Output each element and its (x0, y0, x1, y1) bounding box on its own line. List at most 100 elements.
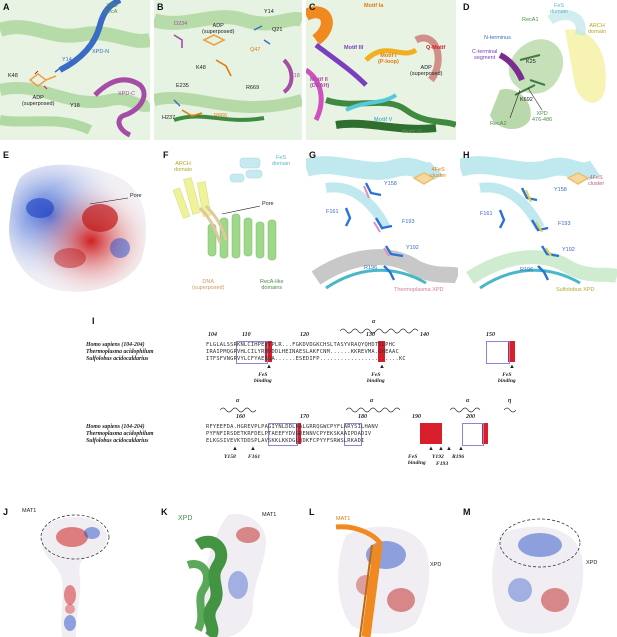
label-reca1: RecA1 (522, 17, 539, 23)
aln2-num-180: 180 (358, 414, 367, 420)
aln2-ss-1: α (236, 398, 240, 404)
aln1-box-1 (236, 341, 268, 364)
label-y158-g: Y158 (384, 181, 397, 187)
label-xpd-k: XPD (178, 515, 193, 522)
label-sulfolobus: Sulfolobus XPD (556, 287, 595, 293)
label-f193-h: F193 (558, 221, 571, 227)
panel-c: C Motif Ia Motif III Motif I (P-loop) Q-… (306, 0, 456, 140)
aln2-helix-4 (504, 407, 517, 413)
panel-b-letter: B (157, 2, 164, 12)
label-r196-g: R196 (364, 265, 378, 271)
label-xpd-n: XPD-N (92, 49, 110, 55)
aln1-hl-2 (378, 341, 385, 362)
label-mat1-j: MAT1 (22, 508, 37, 514)
label-xpd-476: XPD 476-486 (532, 111, 553, 123)
label-f161-h: F161 (480, 211, 493, 217)
panel-l: L MAT1 XPD (306, 505, 458, 637)
aln2-annot-f193: F193 (436, 461, 449, 467)
label-r669: R669 (246, 85, 260, 91)
label-q21: Q21 (272, 27, 283, 33)
label-k25: K25 (526, 59, 536, 65)
panel-d-structure (490, 10, 606, 130)
panel-a-letter: A (3, 2, 10, 12)
aln2-hl-2 (420, 423, 442, 444)
panel-d-letter: D (463, 2, 470, 12)
aln1-name-thermo: Thermoplasma acidophilum (86, 349, 154, 355)
panel-e-surface (9, 164, 146, 292)
label-f193-g: F193 (402, 219, 415, 225)
aln2-triangle-4: ▲ (438, 446, 444, 452)
label-motif-i: Motif I (P-loop) (378, 53, 399, 65)
label-k48: K48 (8, 73, 18, 79)
aln2-box-1 (268, 423, 298, 446)
panel-h-letter: H (463, 150, 470, 160)
panel-b-structure (154, 0, 302, 140)
aln2-name-homo: Homo sapiens (104-204) (86, 424, 145, 430)
label-motif-vi: Motif VI (402, 129, 422, 135)
panel-g: G 4FeS cluster Y158 F161 F193 Y192 R196 … (306, 148, 458, 300)
aln1-ss-label: α (372, 319, 376, 325)
aln2-box-3 (462, 423, 484, 446)
label-mat1-k: MAT1 (262, 512, 277, 518)
panel-h-structure (460, 148, 617, 300)
aln2-ss-3: α (466, 398, 470, 404)
panel-d: D FeS domain RecA1 ARCH domain N-terminu… (460, 0, 617, 140)
label-adp: ADP (superposed) (22, 95, 55, 107)
aln2-triangle-2: ▲ (250, 446, 256, 452)
aln1-annot-3: FeS binding (498, 372, 516, 384)
aln1-num-130: 130 (366, 332, 375, 338)
panel-m-surface (492, 518, 584, 634)
label-reca2: RecA2 (490, 121, 507, 127)
label-xpd-c: XPD-C (118, 91, 136, 97)
label-q-motif: Q-Motif (426, 45, 446, 51)
label-n-terminus: N-terminus (484, 35, 511, 41)
panel-i: I 104 110 120 130 140 150 α Homo sapiens… (0, 312, 617, 480)
aln1-box-2 (486, 341, 510, 364)
label-r196-h: R196 (520, 267, 534, 273)
aln1-hl-3 (508, 341, 515, 362)
panel-a-structure (0, 0, 150, 140)
aln1-num-150: 150 (486, 332, 495, 338)
label-motif-ii: Motif II (DEAH) (310, 77, 330, 89)
label-f161-g: F161 (326, 209, 339, 215)
aln2-num-200: 200 (466, 414, 475, 420)
label-r666: R666 (214, 113, 228, 119)
label-xpd-m: XPD (586, 560, 598, 566)
label-y14: Y14 (62, 57, 72, 63)
label-motif-ia: Motif Ia (364, 3, 384, 9)
panel-m: M XPD (460, 505, 617, 637)
panel-i-letter: I (92, 316, 95, 326)
label-h237: H237 (162, 115, 176, 121)
aln2-annot-y158: Y158 (224, 454, 236, 460)
label-xpd-reca: XPD RecA (104, 3, 118, 15)
aln2-annot-fes: FeS binding (408, 454, 426, 466)
aln2-name-thermo: Thermoplasma acidophilum (86, 431, 154, 437)
aln1-seq-thermo: IRAIPMQGRVHLCILYRMVDDLHEINAESLAKFCNM....… (206, 349, 399, 355)
aln2-ss-4: η (508, 398, 512, 404)
label-e235: E235 (176, 83, 189, 89)
aln1-triangle-1: ▲ (266, 364, 272, 370)
aln1-num-140: 140 (420, 332, 429, 338)
aln2-helix-1 (220, 407, 257, 413)
panel-k-letter: K (161, 507, 168, 517)
panel-j: J MAT1 (0, 505, 150, 637)
aln2-hl-3 (482, 423, 488, 444)
panel-f: F FeS domain ARCH domain Pore DNA (super… (160, 148, 306, 300)
panel-e: E Pore (0, 148, 160, 300)
aln1-triangle-2: ▲ (379, 364, 385, 370)
aln1-num-110: 110 (242, 332, 251, 338)
label-motif-v: Motif V (374, 117, 393, 123)
label-thermoplasma: Thermoplasma XPD (394, 287, 444, 293)
aln2-name-sulfo: Sulfolobus acidocaldarius (86, 438, 149, 444)
aln2-num-190: 190 (412, 414, 421, 420)
label-fes-domain-f: FeS domain (272, 155, 291, 167)
panel-g-letter: G (309, 150, 317, 160)
aln2-annot-y192: Y192 (432, 454, 444, 460)
aln1-helix (340, 328, 419, 334)
aln2-triangle-5: ▲ (446, 446, 452, 452)
label-arch-domain-d: ARCH domain (588, 23, 607, 35)
label-fes-domain-d: FeS domain (550, 3, 569, 15)
label-y158-h: Y158 (554, 187, 567, 193)
label-adp-b: ADP (superposed) (202, 23, 235, 35)
label-y192-g: Y192 (406, 245, 419, 251)
